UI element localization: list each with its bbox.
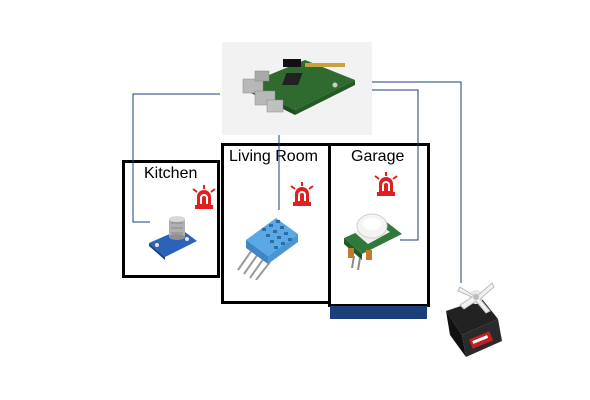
wire-to-kitchen-sensor bbox=[132, 93, 220, 223]
room-label-garage: Garage bbox=[351, 148, 405, 165]
wire-to-garage-sensor bbox=[372, 89, 419, 241]
room-label-living-room: Living Room bbox=[229, 148, 318, 165]
pir-motion-sensor-icon bbox=[344, 213, 402, 270]
room-label-kitchen: Kitchen bbox=[144, 165, 198, 182]
servo-motor-icon bbox=[446, 282, 502, 357]
alarm-siren-icon-living-room bbox=[290, 182, 314, 206]
alarm-siren-icon-garage bbox=[374, 172, 398, 196]
alarm-siren-icon-kitchen bbox=[192, 185, 216, 209]
room-box-kitchen bbox=[122, 160, 220, 278]
wire-to-servo bbox=[372, 81, 462, 283]
raspberry-pi-board-icon bbox=[242, 59, 355, 115]
garage-connector-bar bbox=[330, 306, 427, 319]
dht11-sensor-icon bbox=[237, 218, 298, 280]
gas-sensor-module-icon bbox=[149, 216, 197, 260]
room-box-garage bbox=[328, 143, 430, 307]
